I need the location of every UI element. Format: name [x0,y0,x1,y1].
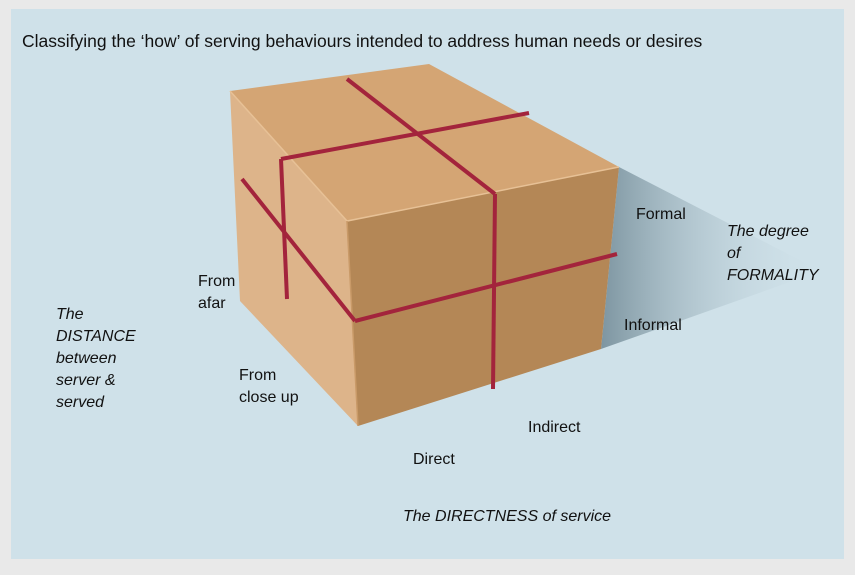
from-close-up-line-1: From [239,367,277,384]
box-front-face [347,167,619,426]
box-diagram [229,64,821,427]
formal-label: Formal [636,206,686,223]
box-left-face [230,91,358,426]
diagram-title: Classifying the ‘how’ of serving behavio… [22,31,703,51]
indirect-label: Indirect [528,419,581,436]
from-afar-line-2: afar [198,295,226,312]
from-afar-line-1: From [198,273,236,290]
tape-top-1 [345,77,497,196]
from-close-up-line-2: close up [239,389,299,406]
distance-name-line-1: The [56,306,84,323]
distance-name-line-4: server & [56,372,116,389]
direct-label: Direct [413,451,455,468]
diagram-panel: Classifying the ‘how’ of serving behavio… [11,9,844,559]
directness-axis-name: The DIRECTNESS of service [403,508,612,525]
formality-name-line-3: FORMALITY [727,267,819,284]
box-top-face [230,64,619,221]
formality-name-line-2: of [727,245,741,262]
formality-wedge [601,167,821,349]
distance-name-line-3: between [56,350,117,367]
tape-front-vertical [491,193,497,390]
tape-left-horizontal [240,177,357,323]
tape-front-horizontal [354,252,618,323]
informal-label: Informal [624,317,682,334]
distance-name-line-2: DISTANCE [56,328,136,345]
box-front-edge [346,220,359,427]
formality-name-line-1: The degree [727,223,809,240]
distance-name-line-5: served [56,394,105,411]
tape-top-2 [280,111,530,161]
